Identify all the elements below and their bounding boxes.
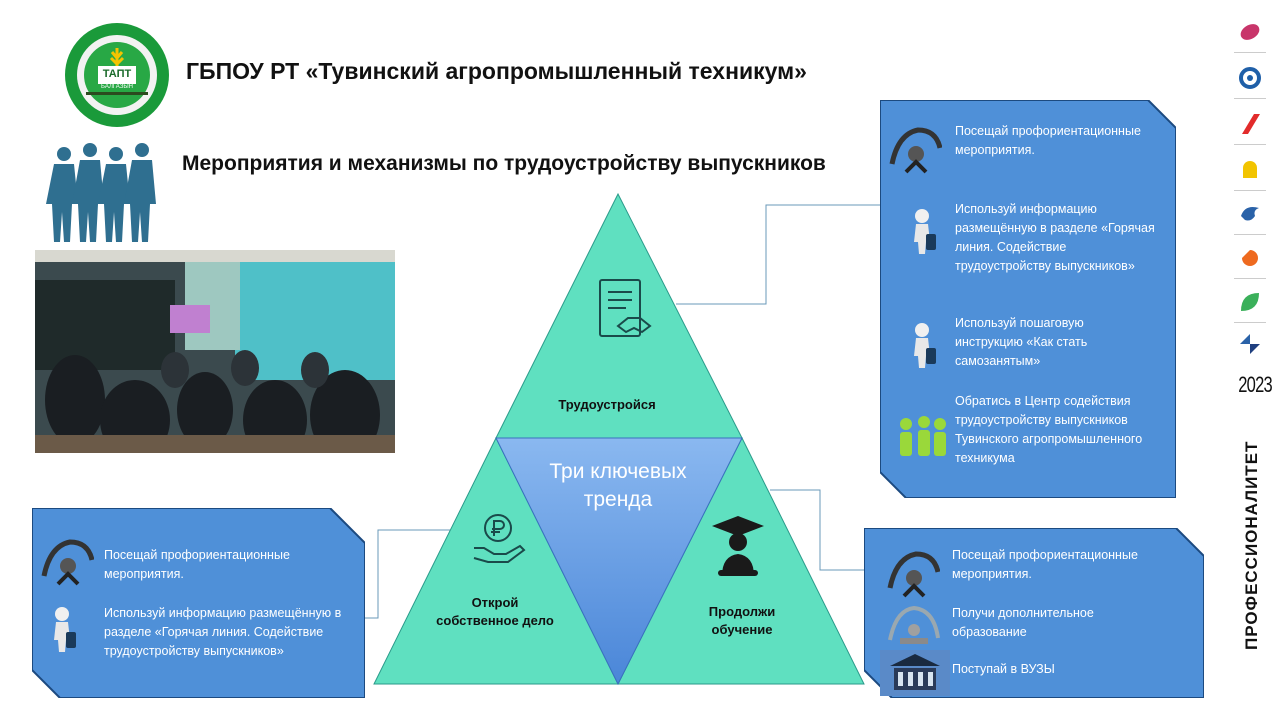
panel-item-text: Используй пошаговую инструкцию «Как стат… (955, 316, 1088, 368)
panel-item-text: Посещай профориентационные мероприятия. (104, 548, 290, 581)
panel-item-text: Используй информацию размещённую в разде… (104, 606, 342, 658)
brand-leaf-icon (1238, 20, 1262, 44)
career-event-icon (886, 548, 941, 604)
label-get-job: Трудоустройся (558, 397, 656, 412)
center-trend-text: Три ключевых тренда (549, 460, 687, 511)
logo-subtext: БАЛГАЗЫН (101, 84, 133, 90)
ruble-hand-icon (473, 514, 526, 563)
page-subtitle: Мероприятия и механизмы по трудоустройст… (182, 152, 826, 175)
brand-sidebar: 2023 ПРОФЕССИОНАЛИТЕТ (1222, 0, 1280, 720)
brand-bird-icon (1238, 202, 1262, 226)
info-person-icon (50, 606, 80, 658)
panel-bottom-left: Посещай профориентационные мероприятия. … (32, 508, 365, 698)
panel-bottom-right: Посещай профориентационные мероприятия. … (864, 528, 1204, 698)
college-logo: ТАПТ БАЛГАЗЫН (64, 22, 170, 128)
graduate-icon (712, 516, 764, 576)
label-continue-study: Продолжи обучение (708, 604, 776, 637)
panel-item-text: Используй информацию размещённую в разде… (955, 202, 1155, 273)
info-person-icon (910, 208, 940, 260)
brand-bell-icon (1238, 158, 1262, 182)
info-person-icon (910, 322, 940, 374)
university-icon (880, 650, 950, 702)
handshake-document-icon (599, 279, 652, 337)
brand-drop-icon (1238, 246, 1262, 270)
classroom-photo (35, 250, 395, 453)
brand-name: ПРОФЕССИОНАЛИТЕТ (1242, 440, 1261, 650)
brand-slash-icon (1238, 112, 1262, 136)
brand-year: 2023 (1238, 372, 1272, 397)
trend-triangle (373, 192, 865, 686)
panel-top-right: Посещай профориентационные мероприятия. … (880, 100, 1176, 498)
panel-item-text: Посещай профориентационные мероприятия. (955, 124, 1141, 157)
people-silhouettes-icon (46, 140, 166, 244)
career-event-icon (40, 536, 95, 592)
panel-item-text: Обратись в Центр содействия трудоустройс… (955, 394, 1143, 465)
brand-ring-icon (1238, 66, 1262, 90)
brand-split-icon (1238, 332, 1262, 356)
team-icon (894, 414, 950, 466)
career-event-icon (888, 124, 943, 180)
panel-item-text: Посещай профориентационные мероприятия. (952, 548, 1138, 581)
panel-item-text: Поступай в ВУЗЫ (952, 662, 1055, 676)
education-icon (886, 604, 942, 654)
label-own-business: Открой собственное дело (436, 595, 554, 628)
panel-item-text: Получи дополнительное образование (952, 606, 1094, 639)
brand-leaf-green-icon (1238, 290, 1262, 314)
page-title: ГБПОУ РТ «Тувинский агропромышленный тех… (186, 58, 807, 84)
logo-text: ТАПТ (102, 68, 132, 80)
